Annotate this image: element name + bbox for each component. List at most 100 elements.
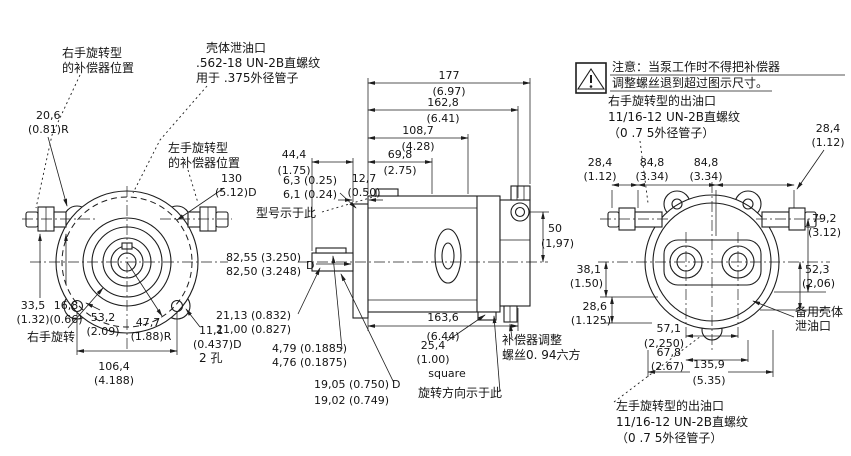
dim-168-in: (0.66): [49, 313, 82, 326]
rh-rotation-label: 右手旋转: [27, 329, 75, 344]
model-here-label: 型号示于此: [256, 206, 316, 220]
warning-line1: 注意：当泵工作时不得把补偿器: [612, 59, 780, 74]
dim-1636-mm: 163,6: [427, 311, 459, 324]
rh-outlet-line3: （0 .7 5外径管子）: [608, 125, 714, 140]
dim-1064-mm: 106,4: [98, 360, 130, 373]
dim-254-mm: 25,4: [421, 339, 446, 352]
dim-1087-in: (4.28): [401, 140, 434, 153]
dim-pilot-radius-mm: 20,6: [36, 109, 61, 122]
dim-key-1: 21,13 (0.832): [216, 309, 291, 322]
dim-1628-in: (6.41): [426, 112, 459, 125]
lh-outlet-line2: 11/16-12 UN-2B直螺纹: [616, 415, 748, 429]
mounting-hole-left: [70, 299, 84, 313]
dim-792-mm: 79,2: [812, 212, 837, 225]
dim-flange-dia-in: (5.12)D: [215, 186, 257, 199]
nameplate: [375, 188, 399, 197]
dim-848b-mm: 84,8: [694, 156, 719, 169]
dim-177-in: (6.97): [432, 85, 465, 98]
mounting-flange: [352, 203, 369, 319]
dim-848b-in: (3.34): [689, 170, 722, 183]
lh-outlet-line3: （0 .7 5外径管子）: [616, 430, 722, 445]
dim-key-2: 21,00 (0.827): [216, 323, 291, 336]
dim-477-mm: 47,7: [136, 316, 161, 329]
dim-pilot-1: 82,55 (3.250): [226, 251, 301, 264]
mounting-hole-right: [170, 299, 184, 313]
drive-shaft: [311, 247, 354, 272]
outlet-fitting: [510, 185, 531, 222]
comp-adjust-line2: 螺丝0. 94六方: [502, 347, 581, 362]
dim-532-in: (2.09): [86, 325, 119, 338]
pump-front-view: [22, 74, 232, 355]
dim-1359-in: (5.35): [692, 374, 725, 387]
dim-shaft-2: 19,02 (0.749): [314, 394, 389, 407]
dim-flange-dia-mm: 130: [221, 172, 242, 185]
dim-571-in: (2,250): [644, 337, 684, 350]
dim-381-in: (1.50): [570, 277, 603, 290]
dim-286-mm: 28,6: [583, 300, 608, 313]
dim-shaft-1: 19,05 (0.750): [314, 378, 389, 391]
compensator-fitting-right: [187, 206, 229, 232]
dim-284b-mm: 28,4: [816, 122, 841, 135]
dim-1087-mm: 108,7: [402, 124, 434, 137]
dim-848a-in: (3.34): [635, 170, 668, 183]
dim-792-in: (3.12): [808, 226, 841, 239]
dim-1359-mm: 135,9: [693, 358, 725, 371]
dim-523-in: (2,06): [802, 277, 835, 290]
lh-outlet-line1: 左手旋转型的出油口: [616, 398, 724, 413]
dim-1636-in: (6.44): [426, 330, 459, 343]
dim-571-mm: 57,1: [657, 322, 682, 335]
annotations: 右手旋转型 的补偿器位置 壳体泄油口 .562-18 UN-2B直螺纹 用于 .…: [16, 41, 844, 445]
bottom-port-boss: [477, 311, 497, 321]
warning-icon: [575, 62, 607, 94]
dim-335-in: (1.32): [16, 313, 49, 326]
case-drain-line2: .562-18 UN-2B直螺纹: [196, 56, 320, 70]
rh-outlet-line1: 右手旋转型的出油口: [608, 93, 716, 108]
pump-side-view: [297, 78, 549, 393]
dim-1064-in: (4.188): [94, 374, 134, 387]
dim-61: 6,1 (0.24): [283, 188, 337, 201]
dim-286-in: (1.125): [571, 314, 611, 327]
spare-drain-line2: 泄油口: [795, 319, 831, 333]
dim-335-mm: 33,5: [21, 299, 46, 312]
dim-477-in: (1.88)R: [131, 330, 172, 343]
dim-444-in: (1.75): [277, 164, 310, 177]
case-drain-line1: 壳体泄油口: [206, 41, 266, 55]
spare-drain-line1: 备用壳体: [795, 305, 843, 319]
pump-rear-view: [598, 140, 830, 403]
comp-adjust-line1: 补偿器调整: [502, 332, 562, 347]
adjust-screw: [503, 305, 518, 323]
lh-comp-pos-line1: 左手旋转型: [168, 140, 228, 155]
lh-comp-pos-line2: 的补偿器位置: [168, 155, 240, 170]
dim-pilot-2: 82,50 (3.248): [226, 265, 301, 278]
rh-comp-pos-line1: 右手旋转型: [62, 45, 122, 60]
dim-1628-mm: 162,8: [427, 96, 459, 109]
dim-698-in: (2.75): [383, 164, 416, 177]
dim-63: 6,3 (0.25): [283, 174, 337, 187]
dim-284a-mm: 28,4: [588, 156, 613, 169]
square-label: square: [428, 367, 466, 380]
dim-keyw-2: 4,76 (0.1875): [272, 356, 347, 369]
dim-698-mm: 69,8: [388, 148, 413, 161]
dim-523-mm: 52,3: [805, 263, 830, 276]
two-holes-label: 2 孔: [199, 351, 222, 365]
case-drain-line3: 用于 .375外径管子: [196, 70, 299, 85]
rh-comp-pos-line2: 的补偿器位置: [62, 60, 134, 75]
dim-254-in: (1.00): [416, 353, 449, 366]
dim-381-mm: 38,1: [577, 263, 602, 276]
dim-hole-dia-mm: 11,1: [199, 324, 224, 337]
dim-532-mm: 53,2: [91, 311, 116, 324]
dim-hole-dia-in: (0.437)D: [193, 338, 242, 351]
dim-678-mm: 67,8: [657, 346, 682, 359]
dim-pilot-d: D: [306, 259, 314, 272]
dim-177-mm: 177: [439, 69, 460, 82]
rotation-dir-label: 旋转方向示于此: [418, 385, 502, 400]
dim-848a-mm: 84,8: [640, 156, 665, 169]
pump-body: [367, 195, 501, 313]
dim-keyw-1: 4,79 (0.1885): [272, 342, 347, 355]
port-pad: [663, 239, 762, 286]
dim-127-mm: 12,7: [352, 172, 377, 185]
dim-pilot-radius-in: (0.81)R: [28, 123, 69, 136]
dim-127-in: (0.50): [347, 186, 380, 199]
